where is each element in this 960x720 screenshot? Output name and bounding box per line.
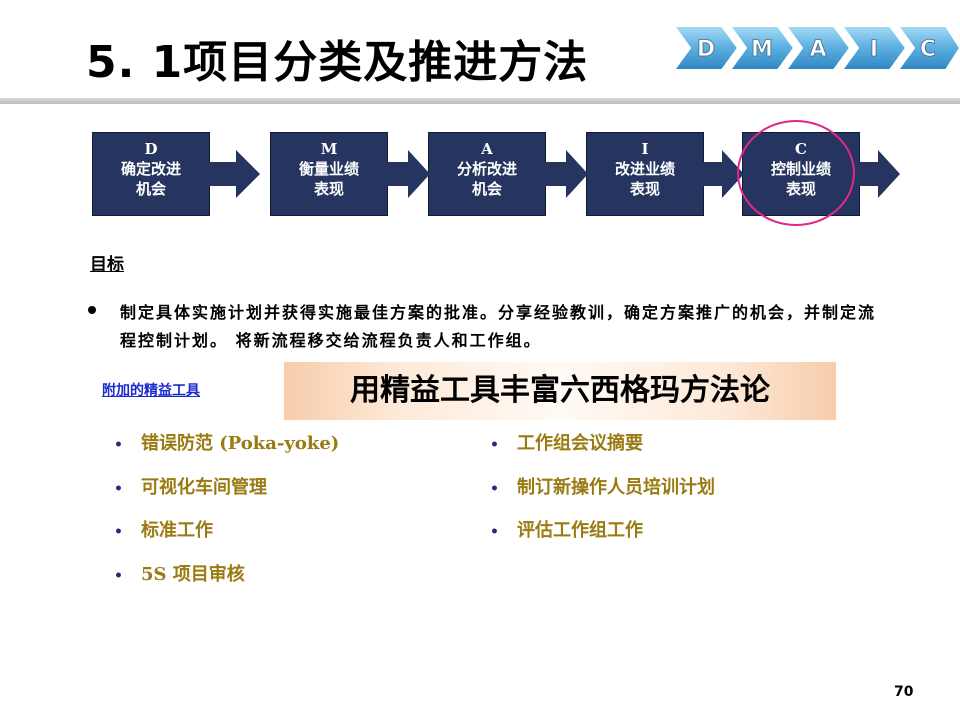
phase-label-line1: 衡量业绩 xyxy=(298,160,359,178)
tool-list-item: • 可视化车间管理 xyxy=(114,476,267,501)
flow-arrow-icon xyxy=(208,150,260,198)
control-phase-highlight-circle xyxy=(737,120,855,226)
dmaic-chevron-a xyxy=(784,25,852,71)
phase-letter: I xyxy=(641,140,649,158)
phase-letter: M xyxy=(320,140,338,158)
lean-tools-heading[interactable]: 附加的精益工具 xyxy=(102,383,200,399)
flow-arrow-icon xyxy=(544,150,588,198)
tool-list-item: • 标准工作 xyxy=(114,519,213,544)
goal-heading: 目标 xyxy=(90,255,124,275)
phase-label-line2: 表现 xyxy=(313,180,344,198)
dmaic-chevron-c xyxy=(896,25,960,71)
phase-box-analyze: A 分析改进 机会 xyxy=(428,132,546,216)
bullet-icon: • xyxy=(490,437,499,453)
tool-label: 错误防范 (Poka-yoke) xyxy=(140,433,340,454)
tool-list-item: • 工作组会议摘要 xyxy=(490,432,643,457)
tool-list-item: • 错误防范 (Poka-yoke) xyxy=(114,432,339,457)
tool-list-item: • 5S 项目审核 xyxy=(114,563,245,588)
tool-label: 评估工作组工作 xyxy=(516,520,643,541)
phase-box-improve: I 改进业绩 表现 xyxy=(586,132,704,216)
bullet-icon: • xyxy=(114,524,123,540)
dmaic-letter-m: M xyxy=(751,37,773,62)
bullet-icon: • xyxy=(490,524,499,540)
flow-arrow-icon xyxy=(386,150,430,198)
title-divider xyxy=(0,98,960,104)
phase-label-line2: 机会 xyxy=(471,180,502,198)
bullet-icon: • xyxy=(114,568,123,584)
tool-list-item: • 制订新操作人员培训计划 xyxy=(490,476,715,501)
tool-label: 可视化车间管理 xyxy=(140,477,267,498)
dmaic-chevron-strip: D M A I C xyxy=(670,24,960,72)
flow-arrow-icon xyxy=(702,150,744,198)
dmaic-letter-a: A xyxy=(809,37,826,62)
flow-arrow-icon xyxy=(858,150,900,198)
bullet-icon xyxy=(88,306,96,314)
goal-text: 制定具体实施计划并获得实施最佳方案的批准。分享经验教训，确定方案推广的机会，并制… xyxy=(120,303,877,350)
dmaic-letter-c: C xyxy=(920,37,936,62)
phase-label-line1: 改进业绩 xyxy=(614,160,675,178)
dmaic-chevron-d xyxy=(672,25,740,71)
phase-label-line1: 确定改进 xyxy=(120,160,181,178)
tool-label: 标准工作 xyxy=(140,520,213,541)
dmaic-chevron-m xyxy=(728,25,796,71)
dmaic-chevron-i xyxy=(840,25,908,71)
dmaic-letter-i: I xyxy=(870,37,878,62)
page-number: 70 xyxy=(894,684,914,700)
tool-list-item: • 评估工作组工作 xyxy=(490,519,643,544)
tool-label: 制订新操作人员培训计划 xyxy=(516,477,715,498)
phase-letter: D xyxy=(144,140,158,158)
phase-box-define: D 确定改进 机会 xyxy=(92,132,210,216)
bullet-icon: • xyxy=(114,481,123,497)
bullet-icon: • xyxy=(114,437,123,453)
bullet-icon: • xyxy=(490,481,499,497)
phase-label-line2: 表现 xyxy=(629,180,660,198)
dmaic-letter-d: D xyxy=(697,37,715,62)
lean-six-sigma-banner: 用精益工具丰富六西格玛方法论 xyxy=(284,362,836,420)
phase-label-line1: 分析改进 xyxy=(456,160,517,178)
phase-letter: A xyxy=(481,140,493,158)
tool-label: 5S 项目审核 xyxy=(140,564,245,585)
slide-title: 5. 1项目分类及推进方法 xyxy=(86,37,589,88)
tool-label: 工作组会议摘要 xyxy=(516,433,643,454)
phase-box-measure: M 衡量业绩 表现 xyxy=(270,132,388,216)
phase-label-line2: 机会 xyxy=(135,180,166,198)
